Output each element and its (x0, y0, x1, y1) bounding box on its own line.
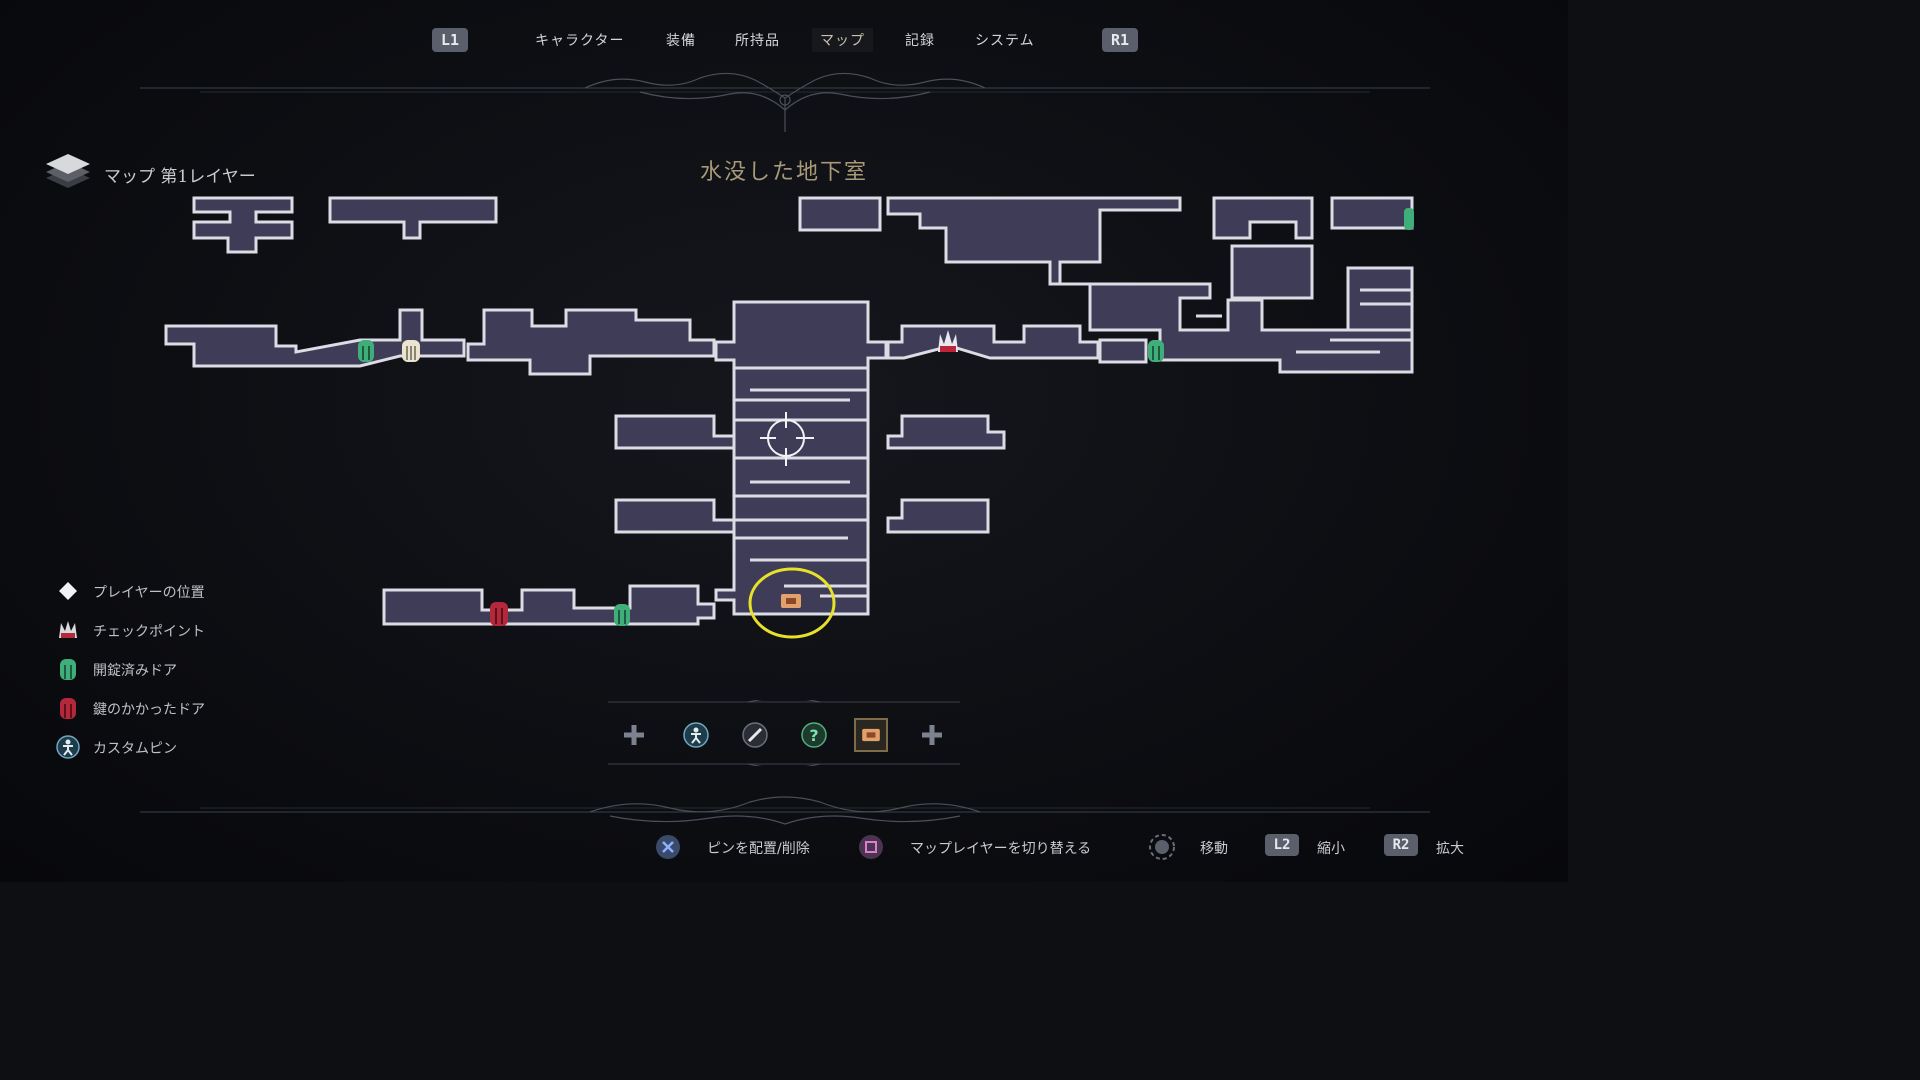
bottom-ornament (140, 796, 1430, 825)
map-room (614, 498, 736, 534)
map-room (1230, 244, 1314, 300)
map-room (382, 584, 716, 626)
gate-icon (402, 340, 420, 362)
hint-label: マップレイヤーを切り替える (910, 841, 1092, 857)
l2-button[interactable]: L2 (1265, 834, 1299, 856)
map-room (1212, 196, 1314, 240)
pin-chest-icon[interactable] (854, 718, 888, 752)
chest-pin-icon (781, 594, 801, 608)
map-room (164, 308, 466, 368)
pin-selector: ? (608, 700, 960, 766)
tab-records[interactable]: 記録 (905, 33, 935, 49)
tab-character[interactable]: キャラクター (535, 33, 625, 49)
unlocked-door-icon (614, 604, 630, 626)
cross-button-icon (656, 835, 680, 859)
legend-label: チェックポイント (93, 624, 205, 640)
highlight-circle (748, 567, 836, 639)
unlocked-door-icon (60, 659, 76, 680)
hint-label: ピンを配置/削除 (707, 841, 810, 857)
map-room (886, 414, 1006, 450)
square-button-icon (859, 835, 883, 859)
tab-inventory[interactable]: 所持品 (735, 33, 780, 49)
pin-cross-icon[interactable] (915, 718, 949, 752)
hint-label: 拡大 (1436, 841, 1464, 857)
map-room (192, 196, 294, 254)
map-room (1330, 196, 1414, 230)
map-room (798, 196, 882, 232)
tab-map[interactable]: マップ (812, 28, 873, 52)
checkpoint-icon (59, 621, 77, 638)
left-stick-icon (1149, 834, 1175, 860)
custom-pin-icon (56, 735, 80, 759)
locked-door-icon (490, 602, 508, 626)
tab-system[interactable]: システム (975, 33, 1035, 49)
checkpoint-icon (938, 330, 958, 352)
pin-person-icon[interactable] (679, 718, 713, 752)
pin-selector-frame (608, 700, 960, 766)
legend-label: 開錠済みドア (93, 663, 177, 679)
hint-label: 縮小 (1317, 841, 1345, 857)
map-room (1346, 266, 1414, 332)
svg-text:?: ? (809, 726, 818, 745)
legend-label: 鍵のかかったドア (93, 702, 205, 718)
l1-button[interactable]: L1 (432, 28, 468, 52)
pin-cross-icon[interactable] (617, 718, 651, 752)
map-layers-icon (46, 154, 90, 188)
dungeon-map[interactable] (0, 0, 1568, 882)
hint-label: 移動 (1200, 841, 1228, 857)
legend-label: プレイヤーの位置 (93, 585, 205, 601)
unlocked-door-icon (358, 340, 374, 362)
pin-sword-icon[interactable] (738, 718, 772, 752)
top-ornament (140, 72, 1430, 132)
map-room (886, 498, 990, 534)
player-position-icon (59, 582, 77, 600)
tab-equipment[interactable]: 装備 (666, 33, 696, 49)
r2-button[interactable]: R2 (1384, 834, 1418, 856)
top-navigation: L1 キャラクター 装備 所持品 マップ 記録 システム R1 (0, 22, 1568, 62)
legend-label: カスタムピン (93, 741, 177, 757)
map-room (614, 414, 736, 450)
area-title: 水没した地下室 (699, 160, 868, 185)
map-room (1098, 338, 1148, 364)
map-room (466, 308, 716, 376)
unlocked-door-icon (1148, 340, 1164, 362)
pin-question-icon[interactable]: ? (797, 718, 831, 752)
player-position-icon (760, 412, 814, 466)
unlocked-door-icon (1404, 208, 1414, 230)
r1-button[interactable]: R1 (1102, 28, 1138, 52)
map-room (886, 324, 1100, 360)
map-room (328, 196, 498, 240)
map-layer-label: マップ 第1レイヤー (104, 167, 256, 187)
locked-door-icon (60, 698, 76, 719)
